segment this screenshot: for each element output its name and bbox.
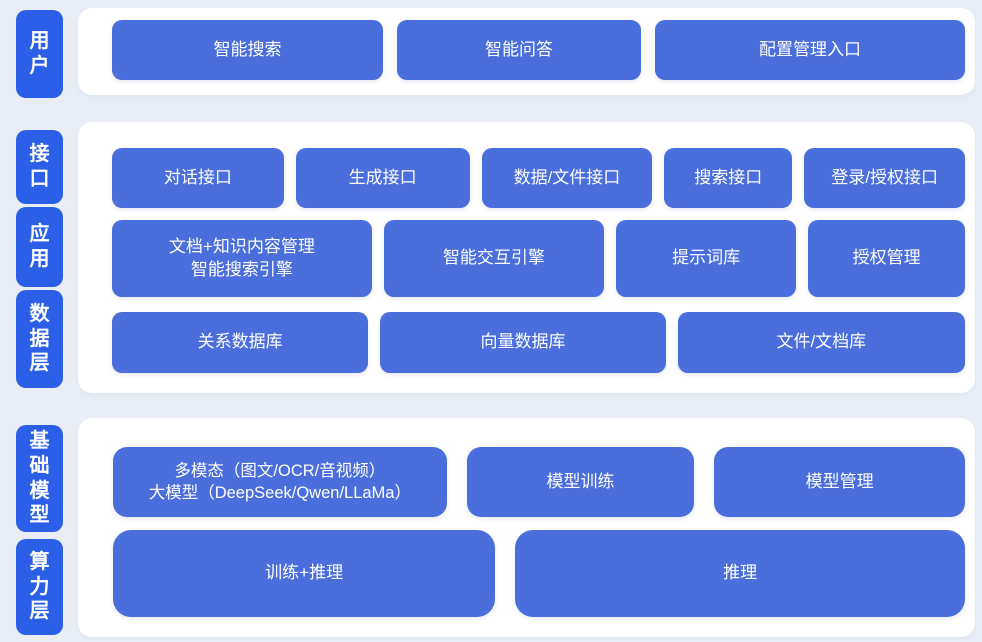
layer-label-user: 用户 xyxy=(16,10,63,98)
node-label: 关系数据库 xyxy=(197,332,283,352)
node-label-line1: 文档+知识内容管理 xyxy=(168,236,315,256)
node-label: 数据/文件接口 xyxy=(513,167,621,187)
node-smart-qa: 智能问答 xyxy=(397,20,641,80)
node-prompt-library: 提示词库 xyxy=(615,220,797,297)
node-authorization-management: 授权管理 xyxy=(808,220,965,297)
section-interface-app-data: 接口 应用 数据层 对话接口 生成接口 数据/文件接口 搜 xyxy=(0,122,975,393)
node-label: 文件/文档库 xyxy=(776,332,867,352)
bottom-layer-label-column: 基础模型 算力层 xyxy=(16,425,63,635)
node-label-line2: 大模型（DeepSeek/Qwen/LLaMa） xyxy=(148,484,411,502)
node-label-line2: 智能搜索引擎 xyxy=(190,259,293,279)
panel-model-compute: 多模态（图文/OCR/音视频） 大模型（DeepSeek/Qwen/LLaMa）… xyxy=(78,418,975,637)
node-smart-search: 智能搜索 xyxy=(112,20,383,80)
layer-label-user-text: 用户 xyxy=(29,30,50,77)
panel-interface-app-data: 对话接口 生成接口 数据/文件接口 搜索接口 登录/授权接口 文档+知识内容管理 xyxy=(78,122,975,393)
node-label: 模型训练 xyxy=(546,471,615,491)
row-interface-layer: 对话接口 生成接口 数据/文件接口 搜索接口 登录/授权接口 xyxy=(112,148,965,208)
node-label: 对话接口 xyxy=(163,167,232,187)
node-model-management: 模型管理 xyxy=(714,447,965,517)
node-config-management-entry: 配置管理入口 xyxy=(655,20,965,80)
node-login-auth-api: 登录/授权接口 xyxy=(804,148,965,208)
row-data-layer: 关系数据库 向量数据库 文件/文档库 xyxy=(112,312,965,373)
node-label: 生成接口 xyxy=(348,167,417,187)
layer-label-application: 应用 xyxy=(16,207,63,287)
layer-label-data-text: 数据层 xyxy=(29,302,50,375)
node-file-document-library: 文件/文档库 xyxy=(677,312,965,373)
layer-label-compute-text: 算力层 xyxy=(29,550,50,623)
node-label-line1: 多模态（图文/OCR/音视频） xyxy=(174,461,386,480)
node-relational-database: 关系数据库 xyxy=(112,312,369,373)
layer-label-interface: 接口 xyxy=(16,130,63,204)
node-label: 智能交互引擎 xyxy=(442,248,545,268)
row-application-layer: 文档+知识内容管理 智能搜索引擎 智能交互引擎 提示词库 授权管理 xyxy=(112,220,965,297)
node-label: 训练+推理 xyxy=(265,563,344,583)
layer-label-interface-text: 接口 xyxy=(29,143,50,190)
node-label: 提示词库 xyxy=(672,248,741,268)
node-data-file-api: 数据/文件接口 xyxy=(481,148,653,208)
section-user-layer: 用户 智能搜索 智能问答 配置管理入口 xyxy=(0,8,975,98)
node-label: 登录/授权接口 xyxy=(831,167,938,187)
node-label: 模型管理 xyxy=(805,471,874,491)
node-label: 搜索接口 xyxy=(694,167,763,187)
panel-user-layer: 智能搜索 智能问答 配置管理入口 xyxy=(78,8,975,95)
mid-layer-label-column: 接口 应用 数据层 xyxy=(16,130,63,388)
node-label: 授权管理 xyxy=(852,248,921,268)
layer-label-foundation-model-text: 基础模型 xyxy=(29,429,50,527)
node-doc-knowledge-search-engine: 文档+知识内容管理 智能搜索引擎 xyxy=(112,220,372,297)
node-vector-database: 向量数据库 xyxy=(380,312,666,373)
node-label: 配置管理入口 xyxy=(759,39,861,59)
node-label: 智能搜索 xyxy=(213,39,282,59)
section-model-compute: 基础模型 算力层 多模态（图文/OCR/音视频） 大模型（DeepSeek/Qw… xyxy=(0,418,975,637)
node-intelligent-interaction-engine: 智能交互引擎 xyxy=(383,220,604,297)
layer-label-data: 数据层 xyxy=(16,290,63,388)
node-label: 智能问答 xyxy=(485,39,553,59)
user-layer-label-column: 用户 xyxy=(16,8,63,98)
node-label: 推理 xyxy=(723,563,758,583)
row-foundation-model-layer: 多模态（图文/OCR/音视频） 大模型（DeepSeek/Qwen/LLaMa）… xyxy=(113,447,965,517)
panel-row: 智能搜索 智能问答 配置管理入口 xyxy=(112,20,965,80)
node-dialog-api: 对话接口 xyxy=(112,148,284,208)
node-generation-api: 生成接口 xyxy=(295,148,470,208)
node-model-training: 模型训练 xyxy=(466,447,695,517)
node-inference: 推理 xyxy=(515,530,965,617)
node-multimodal-large-model: 多模态（图文/OCR/音视频） 大模型（DeepSeek/Qwen/LLaMa） xyxy=(113,447,447,517)
layer-label-foundation-model: 基础模型 xyxy=(16,425,63,532)
layer-label-compute: 算力层 xyxy=(16,539,63,635)
node-training-plus-inference: 训练+推理 xyxy=(113,530,496,617)
layer-label-application-text: 应用 xyxy=(29,223,50,270)
node-label: 向量数据库 xyxy=(480,332,566,352)
row-compute-layer: 训练+推理 推理 xyxy=(113,530,965,617)
node-search-api: 搜索接口 xyxy=(664,148,793,208)
